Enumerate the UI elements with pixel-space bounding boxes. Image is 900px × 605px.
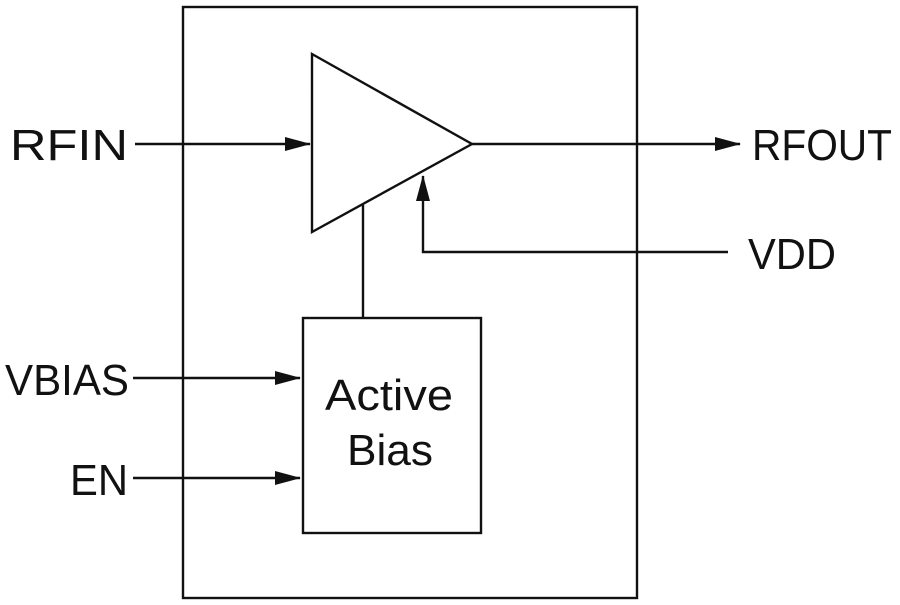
en-label: EN [70, 456, 128, 505]
vbias-label: VBIAS [5, 356, 129, 405]
rfout-label: RFOUT [752, 121, 892, 170]
vdd-arrow [416, 175, 728, 254]
amplifier-triangle [310, 51, 475, 235]
vdd-label: VDD [748, 230, 836, 279]
bias-label-line1: Active [325, 371, 453, 420]
rfin-label: RFIN [10, 121, 128, 170]
active-bias-block [301, 316, 483, 535]
bias-label-line2: Bias [347, 426, 433, 475]
chip-outline [181, 5, 639, 600]
